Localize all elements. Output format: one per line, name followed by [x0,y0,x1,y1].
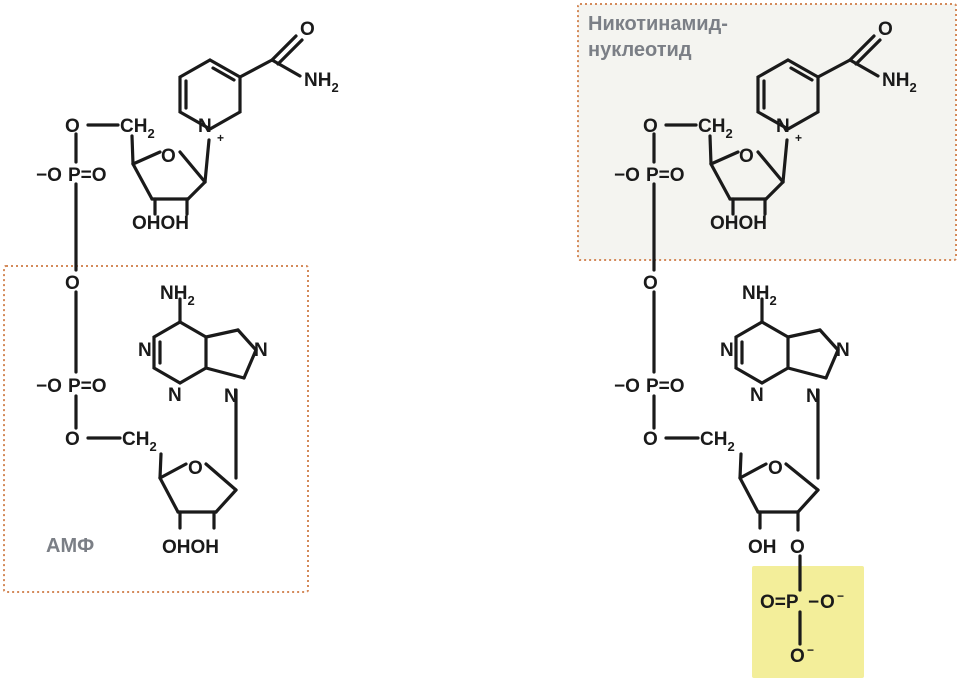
nad-molecule: O NH2 N + O OHOH CH2 O −O P [36,19,339,558]
nadp-ribose2-oh: OH [748,537,777,558]
nad-pyridinium-n: N [198,116,212,137]
nad-pyridinium-plus: + [217,131,224,145]
nadp-phosphate-1-o-minus: −O [614,165,640,186]
phosphate-highlight-box [752,566,864,678]
nadp-2-phosphate-dash: − [808,592,819,613]
nadp-ch2-1: CH2 [698,116,733,141]
nadp-ribose1-ring-o: O [739,146,754,167]
nadp-phosphate-chain [652,123,700,440]
nadp-phosphate-2: P=O [646,376,685,397]
nad-ribose-2 [158,452,238,530]
nadp-bridge-o-1: O [643,116,658,137]
nad-nicotinamide-ring [178,34,304,131]
nadp-ribose-1 [708,134,789,216]
amp-label: АМФ [46,535,94,557]
nicotinamide-nucleotide-label-line2: нуклеотид [588,39,692,61]
nad-ch2-2: CH2 [122,429,157,454]
nadp-phosphate-2-o-minus: −O [614,376,640,397]
nadp-pyridinium-n: N [776,116,790,137]
nadp-adenine-nh2: NH2 [742,283,777,308]
nad-bridge-o-2: O [65,273,80,294]
nadp-adenine-n9: N [806,386,820,407]
nadp-phosphate-1: P=O [646,165,685,186]
nadp-bridge-o-3: O [643,429,658,450]
nad-phosphate-2-o-minus: −O [36,376,62,397]
nad-ribose-1 [130,134,211,216]
nad-bridge-o-3: O [65,429,80,450]
nad-adenine-nh2: NH2 [160,283,195,308]
nad-adenine-n3: N [168,385,182,406]
nadp-2-phosphate-o-bottom: O [790,646,805,667]
nad-ch2-1: CH2 [120,116,155,141]
nad-amide-nh2: NH2 [304,70,339,95]
nadp-ribose2-phosphate-o: O [790,537,805,558]
nad-ribose1-oh-pair: OHOH [132,213,189,234]
nadp-2-phosphate-o-eq-p: O=P [760,592,799,613]
nicotinamide-nucleotide-label-line1: Никотинамид- [588,13,728,35]
nadp-2-phosphate-o-right: O [820,592,835,613]
nad-adenine-n9: N [224,386,238,407]
nadp-nicotinamide-ring [756,34,882,131]
nadp-molecule: O NH2 N + O OHOH CH2 O −O P [614,19,917,667]
nad-adenine-n1: N [138,340,152,361]
nadp-pyridinium-plus: + [795,131,802,145]
nad-adenine [152,297,258,480]
nadp-2-phosphate-charge-right: − [837,589,844,603]
nad-ribose2-oh-pair: OHOH [162,537,219,558]
nad-ribose1-ring-o: O [161,146,176,167]
nadp-ch2-2: CH2 [700,429,735,454]
nadp-adenine-n1: N [720,340,734,361]
nad-phosphate-1: P=O [68,165,107,186]
nadp-adenine [734,297,840,480]
nad-adenine-n7: N [254,340,268,361]
nad-phosphate-1-o-minus: −O [36,165,62,186]
nadp-ribose2-ring-o: O [768,458,783,479]
amp-region-box [3,265,309,593]
nadp-2-phosphate-charge-bottom: − [807,643,814,657]
nad-ribose2-ring-o: O [188,458,203,479]
nadp-ribose-2 [738,452,820,532]
nadp-adenine-n7: N [836,340,850,361]
nad-bridge-o-1: O [65,116,80,137]
nad-carbonyl-o: O [300,19,315,40]
nadp-amide-nh2: NH2 [882,70,917,95]
nad-phosphate-2: P=O [68,376,107,397]
nad-phosphate-chain [74,123,122,440]
nadp-ribose1-oh-pair: OHOH [710,213,767,234]
nadp-bridge-o-2: O [643,273,658,294]
nadp-carbonyl-o: O [878,19,893,40]
nadp-adenine-n3: N [750,385,764,406]
